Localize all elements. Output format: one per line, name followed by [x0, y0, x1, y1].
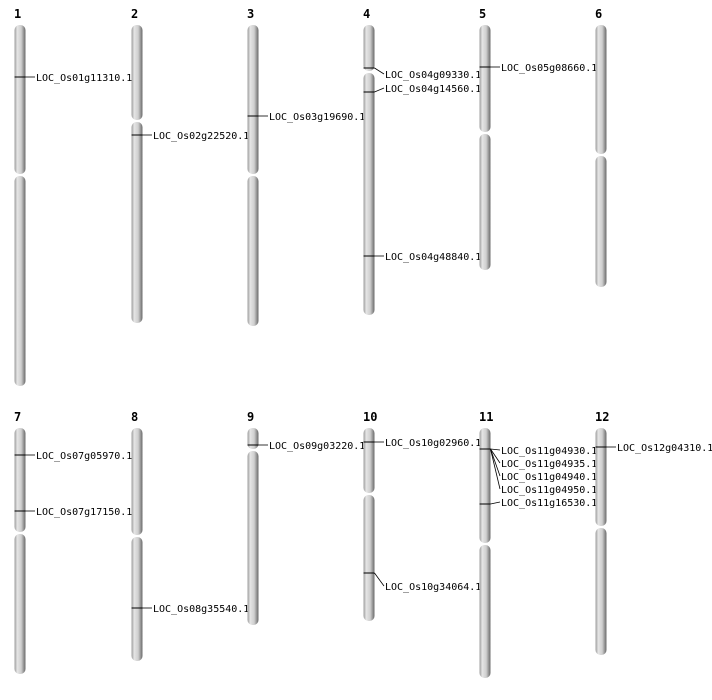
chromosome-number: 2: [131, 7, 138, 21]
chromosome-arm-long: [479, 134, 491, 270]
gene-label: LOC_Os04g48840.1: [385, 252, 481, 263]
chromosome-arm-long: [14, 534, 26, 674]
chromosome-number: 10: [363, 410, 377, 424]
gene-connector: [490, 448, 501, 477]
chromosome-arm-short: [363, 428, 375, 493]
gene-label: LOC_Os10g34064.1: [385, 582, 481, 593]
gene-label: LOC_Os11g16530.1: [501, 498, 597, 509]
chromosome-arm-short: [247, 428, 259, 449]
chromosome-arm-short: [14, 428, 26, 532]
gene-connector: [374, 572, 385, 587]
chromosome-arm-short: [131, 25, 143, 120]
chromosome-arm-long: [131, 122, 143, 323]
gene-label: LOC_Os11g04935.1: [501, 459, 597, 470]
chromosome-number: 6: [595, 7, 602, 21]
chromosome-arm-long: [363, 495, 375, 621]
gene-label: LOC_Os02g22520.1: [153, 131, 249, 142]
chromosome-arm-long: [595, 156, 607, 287]
chromosome-arm-long: [247, 451, 259, 625]
gene-label: LOC_Os11g04950.1: [501, 485, 597, 496]
gene-connector: [374, 67, 385, 75]
chromosome-arm-short: [14, 25, 26, 174]
chromosome-arm-long: [479, 545, 491, 678]
gene-label: LOC_Os04g14560.1: [385, 84, 481, 95]
chromosome-11: 11LOC_Os11g04930.1LOC_Os11g04935.1LOC_Os…: [479, 410, 597, 678]
chromosome-number: 1: [14, 7, 21, 21]
chromosome-number: 4: [363, 7, 370, 21]
chromosome-number: 9: [247, 410, 254, 424]
chromosome-number: 3: [247, 7, 254, 21]
chromosome-4: 4LOC_Os04g09330.1LOC_Os04g14560.1LOC_Os0…: [363, 7, 481, 315]
gene-label: LOC_Os10g02960.1: [385, 438, 481, 449]
chromosome-number: 7: [14, 410, 21, 424]
gene-label: LOC_Os12g04310.1: [617, 443, 712, 454]
chromosome-arm-short: [479, 25, 491, 132]
gene-connector: [374, 87, 385, 93]
chromosome-number: 11: [479, 410, 493, 424]
gene-connector: [490, 501, 501, 505]
gene-label: LOC_Os07g17150.1: [36, 507, 132, 518]
chromosome-number: 8: [131, 410, 138, 424]
chromosome-arm-short: [363, 25, 375, 71]
gene-label: LOC_Os11g04930.1: [501, 446, 597, 457]
gene-connector: [490, 448, 501, 451]
chromosome-arm-long: [363, 73, 375, 315]
chromosome-arm-short: [595, 25, 607, 154]
chromosome-arm-short: [595, 428, 607, 526]
chromosome-arm-long: [247, 176, 259, 326]
gene-connector: [490, 448, 501, 490]
chromosome-arm-short: [131, 428, 143, 535]
chromosome-arm-long: [595, 528, 607, 655]
gene-label: LOC_Os05g08660.1: [501, 63, 597, 74]
chromosome-arm-long: [131, 537, 143, 661]
gene-label: LOC_Os03g19690.1: [269, 112, 365, 123]
chromosome-number: 5: [479, 7, 486, 21]
gene-label: LOC_Os08g35540.1: [153, 604, 249, 615]
gene-label: LOC_Os11g04940.1: [501, 472, 597, 483]
chromosome-number: 12: [595, 410, 609, 424]
chromosome-arm-short: [479, 428, 491, 543]
gene-label: LOC_Os04g09330.1: [385, 70, 481, 81]
gene-connector: [490, 448, 501, 464]
chromosome-arm-short: [247, 25, 259, 174]
gene-label: LOC_Os01g11310.1: [36, 73, 132, 84]
chromosome-6: 6: [595, 7, 607, 287]
gene-label: LOC_Os09g03220.1: [269, 441, 365, 452]
chromosome-arm-long: [14, 176, 26, 386]
gene-label: LOC_Os07g05970.1: [36, 451, 132, 462]
